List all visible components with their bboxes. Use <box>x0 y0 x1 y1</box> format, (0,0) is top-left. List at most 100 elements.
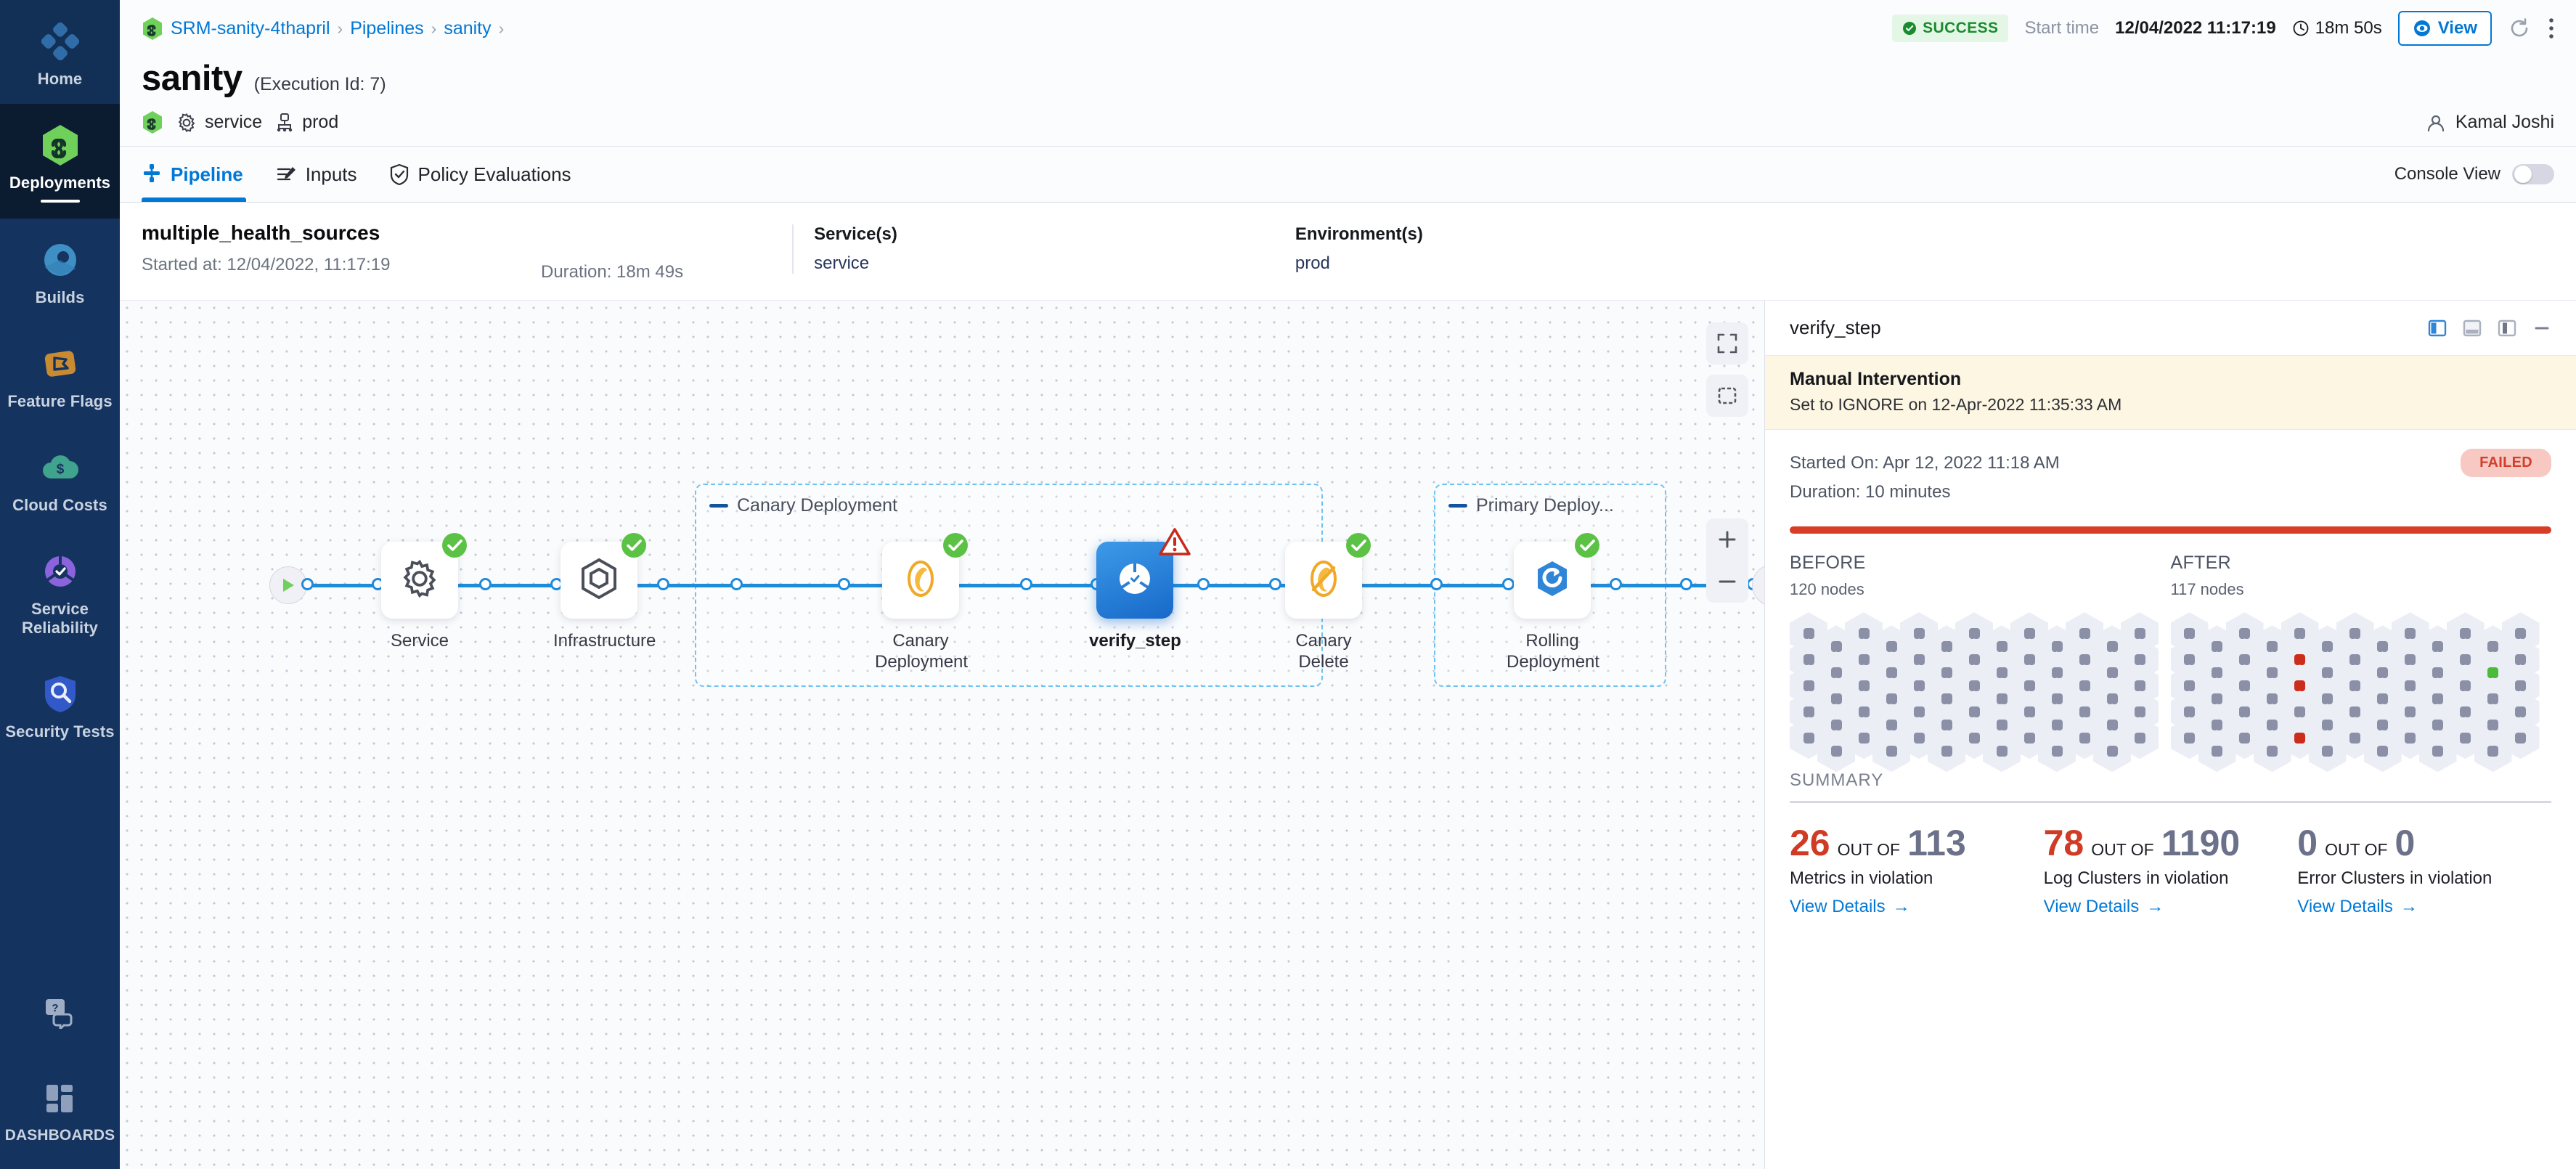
node-hex-dot <box>2322 640 2333 652</box>
duration-value: 18m 50s <box>2292 18 2382 38</box>
node-hex-dot <box>1968 627 1980 639</box>
node-hex-dot <box>2487 693 2498 704</box>
services-value[interactable]: service <box>814 253 870 273</box>
pipeline-graph-canvas[interactable]: Canary Deployment Primary Deploy... <box>120 301 1764 1169</box>
node-hex-dot <box>1968 732 1980 744</box>
breadcrumb-link-project[interactable]: SRM-sanity-4thapril <box>171 17 330 38</box>
fullscreen-icon[interactable] <box>1706 322 1748 364</box>
node-hex-dot <box>2106 667 2118 678</box>
node-hex[interactable] <box>1983 730 2021 773</box>
feature-flags-icon <box>3 341 117 386</box>
node-hex-dot <box>1858 627 1870 639</box>
panel-bottom-icon[interactable] <box>2461 317 2483 339</box>
node-box[interactable] <box>561 533 646 619</box>
summary-logs-count: 78 <box>2043 823 2084 864</box>
summary-metrics-count: 26 <box>1790 823 1830 864</box>
sidebar-item-security-tests[interactable]: Security Tests <box>0 653 120 757</box>
stage-summary-bar: multiple_health_sources Started at: 12/0… <box>120 203 2576 300</box>
graph-node-verify-step[interactable]: verify_step <box>1089 528 1191 651</box>
sidebar-item-service-reliability[interactable]: Service Reliability <box>0 530 120 653</box>
breadcrumb: SRM-sanity-4thapril › Pipelines › sanity… <box>142 17 504 41</box>
node-hex-dot <box>1886 667 1897 678</box>
graph-node-infrastructure[interactable]: Infrastructure <box>553 533 656 651</box>
sidebar-item-feature-flags[interactable]: Feature Flags <box>0 322 120 426</box>
zoom-in-button[interactable] <box>1706 518 1748 561</box>
sidebar-item-deployments[interactable]: Deployments <box>0 104 120 219</box>
summary-logs-total: 1190 <box>2161 823 2241 864</box>
user-name: Kamal Joshi <box>2455 112 2554 132</box>
node-hex-dot <box>2051 719 2063 730</box>
view-button[interactable]: View <box>2397 11 2492 46</box>
node-hex[interactable] <box>2121 717 2159 759</box>
node-hex[interactable] <box>2093 730 2131 773</box>
console-view-toggle-group: Console View <box>2394 147 2554 202</box>
graph-node-canary-delete[interactable]: Canary Delete <box>1278 533 1371 673</box>
node-hex-dot <box>2134 732 2145 744</box>
node-hex-dot <box>1830 667 1842 678</box>
graph-node-rolling-deployment[interactable]: Rolling Deployment <box>1507 533 1599 673</box>
graph-node-canary-deployment[interactable]: Canary Deployment <box>875 533 968 673</box>
top-bar: SRM-sanity-4thapril › Pipelines › sanity… <box>120 0 2576 57</box>
graph-dot <box>657 578 669 590</box>
refresh-icon[interactable] <box>2508 17 2531 40</box>
node-hex-dot <box>2134 653 2145 665</box>
sidebar-item-home[interactable]: Home <box>0 0 120 105</box>
node-hex-dot <box>2377 693 2388 704</box>
panel-right-icon[interactable] <box>2496 317 2518 339</box>
node-box[interactable] <box>1285 533 1371 619</box>
sidebar-item-help[interactable]: ? <box>0 972 120 1057</box>
tab-inputs[interactable]: Inputs <box>259 147 373 202</box>
node-hex[interactable] <box>1817 730 1855 773</box>
node-hex-dot <box>1941 745 1952 757</box>
before-title: BEFORE <box>1790 553 1866 574</box>
collapse-dash-icon[interactable] <box>1448 504 1467 508</box>
chip-service[interactable]: service <box>176 112 262 133</box>
node-hex-dot <box>1858 653 1870 665</box>
node-hex-dot <box>2079 627 2090 639</box>
graph-node-service[interactable]: Service <box>374 533 467 651</box>
hexagon-icon <box>579 558 619 603</box>
breadcrumb-link-sanity[interactable]: sanity <box>444 17 492 38</box>
node-hex-dot <box>1941 640 1952 652</box>
summary-metrics-link[interactable]: View Details → <box>1790 897 1910 917</box>
node-hex-dot <box>2079 732 2090 744</box>
graph-start-node[interactable] <box>269 566 307 604</box>
sidebar-item-dashboards[interactable]: DASHBOARDS <box>0 1057 120 1169</box>
node-box[interactable] <box>1096 528 1191 619</box>
node-hex-dot <box>2515 627 2526 639</box>
tab-pipeline[interactable]: Pipeline <box>142 147 259 202</box>
node-hex-dot <box>1941 667 1952 678</box>
node-box[interactable] <box>882 533 968 619</box>
after-node-hexgrid[interactable] <box>2170 612 2540 773</box>
body-split: Canary Deployment Primary Deploy... <box>120 300 2576 1169</box>
start-time-value: 12/04/2022 11:17:19 <box>2115 18 2276 38</box>
minimize-icon[interactable] <box>2531 317 2553 339</box>
console-view-toggle[interactable] <box>2512 164 2554 184</box>
node-box[interactable] <box>381 533 467 619</box>
summary-logs-link[interactable]: View Details → <box>2044 897 2164 917</box>
fit-to-screen-icon[interactable] <box>1706 375 1748 417</box>
node-hex-dot <box>2460 653 2471 665</box>
node-box[interactable] <box>1514 533 1599 619</box>
environments-value[interactable]: prod <box>1295 253 1330 273</box>
summary-errors-link[interactable]: View Details → <box>2297 897 2418 917</box>
before-node-hexgrid[interactable] <box>1790 612 2159 773</box>
tab-policy-evaluations[interactable]: Policy Evaluations <box>373 147 587 202</box>
graph-end-node[interactable] <box>1752 564 1764 606</box>
zoom-stack <box>1706 518 1748 603</box>
chip-service-label: service <box>205 112 263 132</box>
zoom-out-button[interactable] <box>1706 561 1748 603</box>
user-menu[interactable]: Kamal Joshi <box>2425 112 2554 134</box>
sidebar-item-builds[interactable]: Builds <box>0 219 120 322</box>
node-hex[interactable] <box>2501 717 2540 759</box>
chip-environment[interactable]: prod <box>275 112 338 133</box>
node-hex-dot <box>1830 719 1842 730</box>
node-hex-dot <box>2051 745 2063 757</box>
more-vertical-icon[interactable] <box>2547 17 2556 40</box>
breadcrumb-link-pipelines[interactable]: Pipelines <box>350 17 424 38</box>
sidebar-item-cloud-costs[interactable]: $ Cloud Costs <box>0 426 120 530</box>
panel-left-icon[interactable] <box>2426 317 2448 339</box>
collapse-dash-icon[interactable] <box>709 504 728 508</box>
